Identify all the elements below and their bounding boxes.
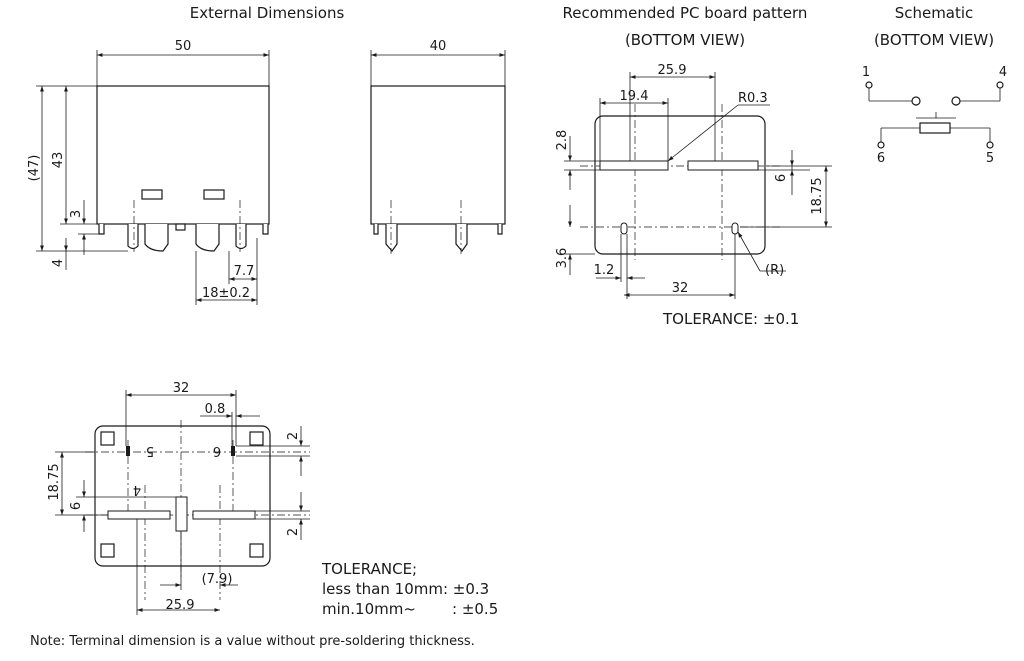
- title-schematic-bottom-view: (BOTTOM VIEW): [874, 31, 994, 49]
- tolerance-less-than-10mm: less than 10mm: ±0.3: [322, 580, 489, 598]
- dim-pin-offset: 7.7: [234, 264, 255, 279]
- dim-pcb-18-75: 18.75: [810, 177, 825, 214]
- title-pcb-bottom-view: (BOTTOM VIEW): [625, 31, 745, 49]
- bottom-pin-mark-6: 6: [213, 443, 221, 458]
- bottom-pin-mark-4: 4: [133, 482, 141, 497]
- dim-pcb-6: 6: [774, 174, 789, 182]
- dim-side-width: 40: [430, 39, 447, 54]
- dim-pcb-radius: R0.3: [738, 91, 768, 106]
- front-view: 50 (47) 43 3 4 7.7 18±0.2: [27, 39, 270, 305]
- dim-pcb-3-6: 3.6: [555, 248, 570, 269]
- dim-pcb-25-9: 25.9: [658, 63, 687, 78]
- dim-pin-pitch: 18±0.2: [202, 286, 250, 301]
- dim-pcb-32: 32: [672, 281, 689, 296]
- bottom-view: 5 6 4 32 0.8 2 2 18.75 6: [47, 381, 310, 615]
- pcb-tolerance: TOLERANCE: ±0.1: [662, 310, 799, 328]
- dim-pcb-1-2: 1.2: [594, 263, 615, 278]
- dim-bottom-7-9: (7.9): [202, 572, 233, 587]
- pcb-pattern-view: 25.9 19.4 R0.3 2.8 6 18.75 3.6: [555, 63, 832, 328]
- dim-pin-length: 4: [51, 259, 66, 267]
- tolerance-title: TOLERANCE;: [321, 560, 417, 578]
- schematic-pin-5: 5: [986, 151, 994, 166]
- dim-standoff: 3: [69, 210, 84, 218]
- schematic-pin-4: 4: [999, 65, 1007, 80]
- bottom-pin-mark-5: 5: [146, 443, 154, 458]
- schematic-view: 1 4 6 5: [862, 65, 1007, 166]
- schematic-pin-1: 1: [862, 65, 870, 80]
- dim-bottom-6: 6: [69, 502, 84, 510]
- schematic-pin-6: 6: [877, 151, 885, 166]
- tolerance-min-10mm-value: : ±0.5: [452, 600, 498, 618]
- bottom-tolerance-block: TOLERANCE; less than 10mm: ±0.3 min.10mm…: [321, 560, 498, 618]
- tolerance-min-10mm-label: min.10mm~: [322, 600, 416, 618]
- dim-pcb-19-4: 19.4: [620, 89, 649, 104]
- title-schematic: Schematic: [895, 4, 974, 22]
- title-external-dimensions: External Dimensions: [190, 4, 345, 22]
- dim-pcb-r: (R): [765, 263, 784, 278]
- dim-bottom-25-9: 25.9: [166, 598, 195, 613]
- dim-bottom-2-bottom: 2: [286, 528, 301, 536]
- dim-front-width: 50: [175, 39, 192, 54]
- dim-bottom-18-75: 18.75: [47, 463, 62, 500]
- title-pcb-pattern: Recommended PC board pattern: [563, 4, 808, 22]
- dim-bottom-2-top: 2: [286, 432, 301, 440]
- terminal-note: Note: Terminal dimension is a value with…: [30, 634, 475, 649]
- side-view: 40: [370, 39, 506, 254]
- dim-bottom-32: 32: [173, 381, 190, 396]
- dim-pcb-2-8: 2.8: [555, 130, 570, 151]
- dim-bottom-0-8: 0.8: [205, 402, 226, 417]
- dim-overall-height: (47): [27, 155, 42, 182]
- dim-body-height: 43: [51, 152, 66, 169]
